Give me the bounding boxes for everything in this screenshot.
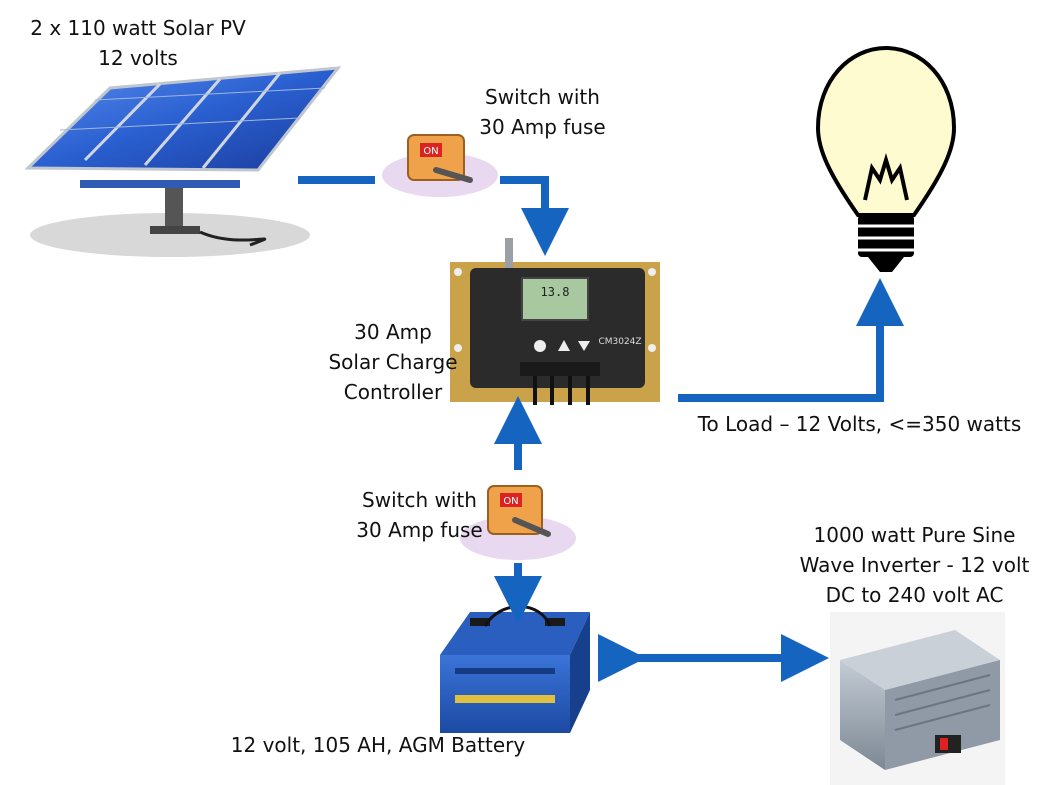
light-bulb-icon	[815, 45, 957, 272]
controller-model: CM3024Z	[598, 337, 641, 347]
inverter-label: 1000 watt Pure Sine Wave Inverter - 12 v…	[782, 520, 1047, 610]
controller-label: 30 Amp Solar Charge Controller	[318, 317, 468, 407]
load-label: To Load – 12 Volts, <=350 watts	[682, 409, 1037, 439]
arrow-switch-to-controller	[500, 176, 569, 256]
switch-top-label-line2: 30 Amp fuse	[479, 115, 606, 139]
inverter-label-line3: DC to 240 volt AC	[825, 583, 1004, 607]
charge-controller-icon: 13.8 CM3024Z	[450, 238, 660, 405]
solar-pv-label-line1: 2 x 110 watt Solar PV	[30, 16, 246, 40]
load-label-text: To Load – 12 Volts, <=350 watts	[697, 412, 1022, 436]
solar-pv-label: 2 x 110 watt Solar PV 12 volts	[18, 13, 258, 73]
toggle-switch-icon: ON	[382, 134, 498, 197]
battery-label-text: 12 volt, 105 AH, AGM Battery	[230, 733, 526, 757]
controller-label-line3: Controller	[343, 380, 443, 404]
controller-label-line2: Solar Charge	[328, 350, 458, 374]
arrow-controller-to-load	[678, 278, 904, 402]
switch-on-marking: ON	[503, 496, 518, 507]
solar-pv-label-line2: 12 volts	[98, 46, 178, 70]
toggle-switch-icon: ON	[460, 485, 576, 560]
controller-reading: 13.8	[541, 285, 570, 299]
switch-bottom-label: Switch with 30 Amp fuse	[337, 485, 502, 545]
inverter-label-line2: Wave Inverter - 12 volt	[799, 553, 1030, 577]
switch-top-label: Switch with 30 Amp fuse	[460, 82, 625, 142]
controller-label-line1: 30 Amp	[354, 320, 432, 344]
inverter-label-line1: 1000 watt Pure Sine	[813, 523, 1016, 547]
solar-panel-icon	[24, 66, 342, 257]
switch-bottom-label-line1: Switch with	[362, 488, 477, 512]
inverter-icon	[830, 612, 1005, 785]
battery-label: 12 volt, 105 AH, AGM Battery	[208, 730, 548, 760]
switch-top-label-line1: Switch with	[485, 85, 600, 109]
battery-icon	[440, 605, 590, 733]
switch-on-marking: ON	[423, 146, 438, 157]
connection-arrows	[298, 176, 904, 682]
switch-bottom-label-line2: 30 Amp fuse	[356, 518, 483, 542]
